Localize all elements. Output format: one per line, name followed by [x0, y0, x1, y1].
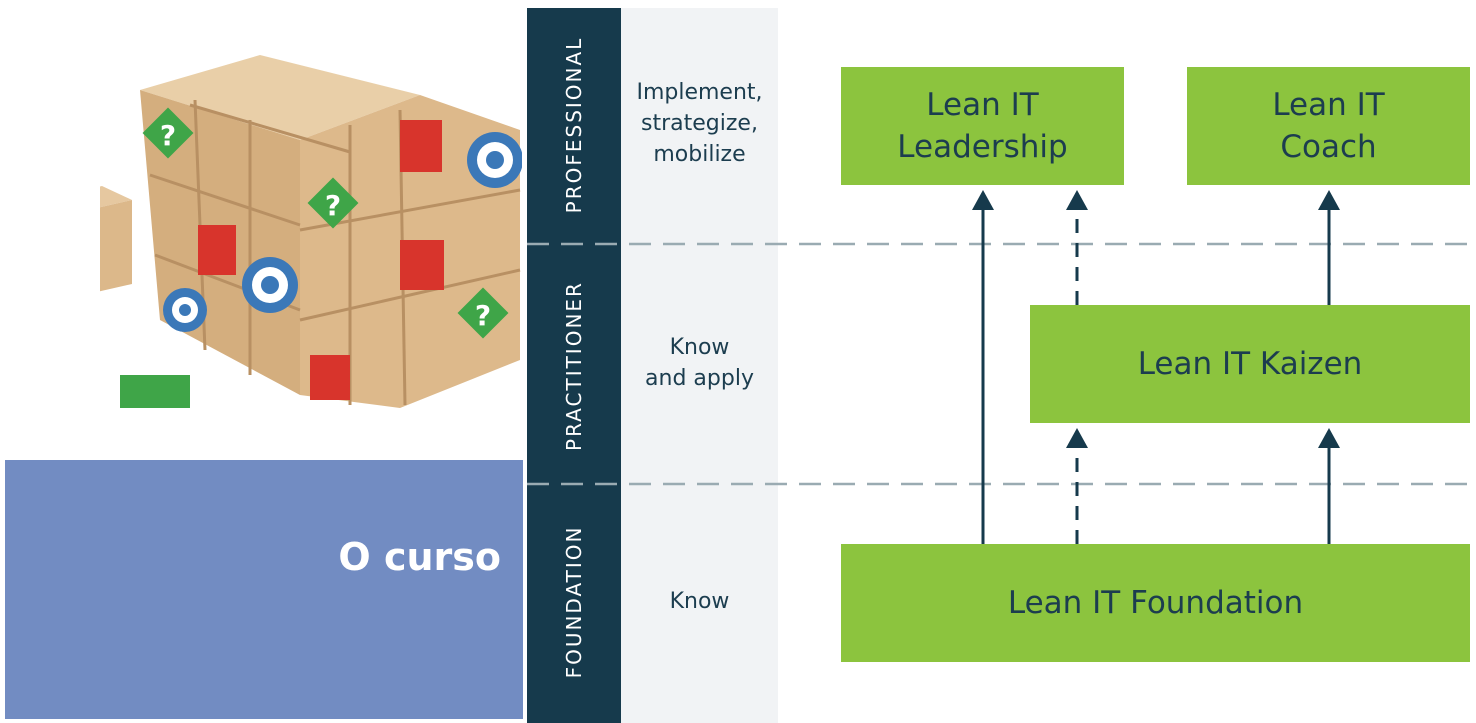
puzzle-cube-illustration: ¿ ? ? ?: [100, 55, 522, 408]
svg-text:?: ?: [160, 119, 176, 152]
arrow-kaizen-to-coach: [1318, 190, 1340, 305]
box-lean-it-leadership: Lean IT Leadership: [841, 67, 1124, 185]
arrow-foundation-to-kaizen: [1318, 428, 1340, 544]
svg-text:?: ?: [475, 299, 491, 332]
loose-cube: ¿: [100, 186, 132, 292]
level-description-foundation: Know: [669, 589, 730, 614]
level-name-bar: PROFESSIONAL PRACTITIONER FOUNDATION: [527, 8, 621, 723]
arrow-foundation-to-leadership: [972, 190, 994, 544]
level-description-column: Implement, strategize, mobilize Know and…: [621, 8, 778, 723]
course-title: O curso: [338, 535, 501, 579]
dashed-arrow-foundation-to-kaizen: [1066, 428, 1088, 544]
box-lean-it-foundation: Lean IT Foundation: [841, 544, 1470, 662]
dashed-arrow-kaizen-to-leadership: [1066, 190, 1088, 305]
level-description-practitioner: Know and apply: [645, 335, 754, 391]
box-lean-it-kaizen: Lean IT Kaizen: [1030, 305, 1470, 423]
box-lean-it-coach: Lean IT Coach: [1187, 67, 1470, 185]
course-panel: O curso: [5, 460, 523, 719]
svg-text:?: ?: [325, 189, 341, 222]
level-description-professional: Implement, strategize, mobilize: [636, 80, 763, 167]
puzzle-cube-image: ¿ ? ? ?: [100, 0, 522, 408]
